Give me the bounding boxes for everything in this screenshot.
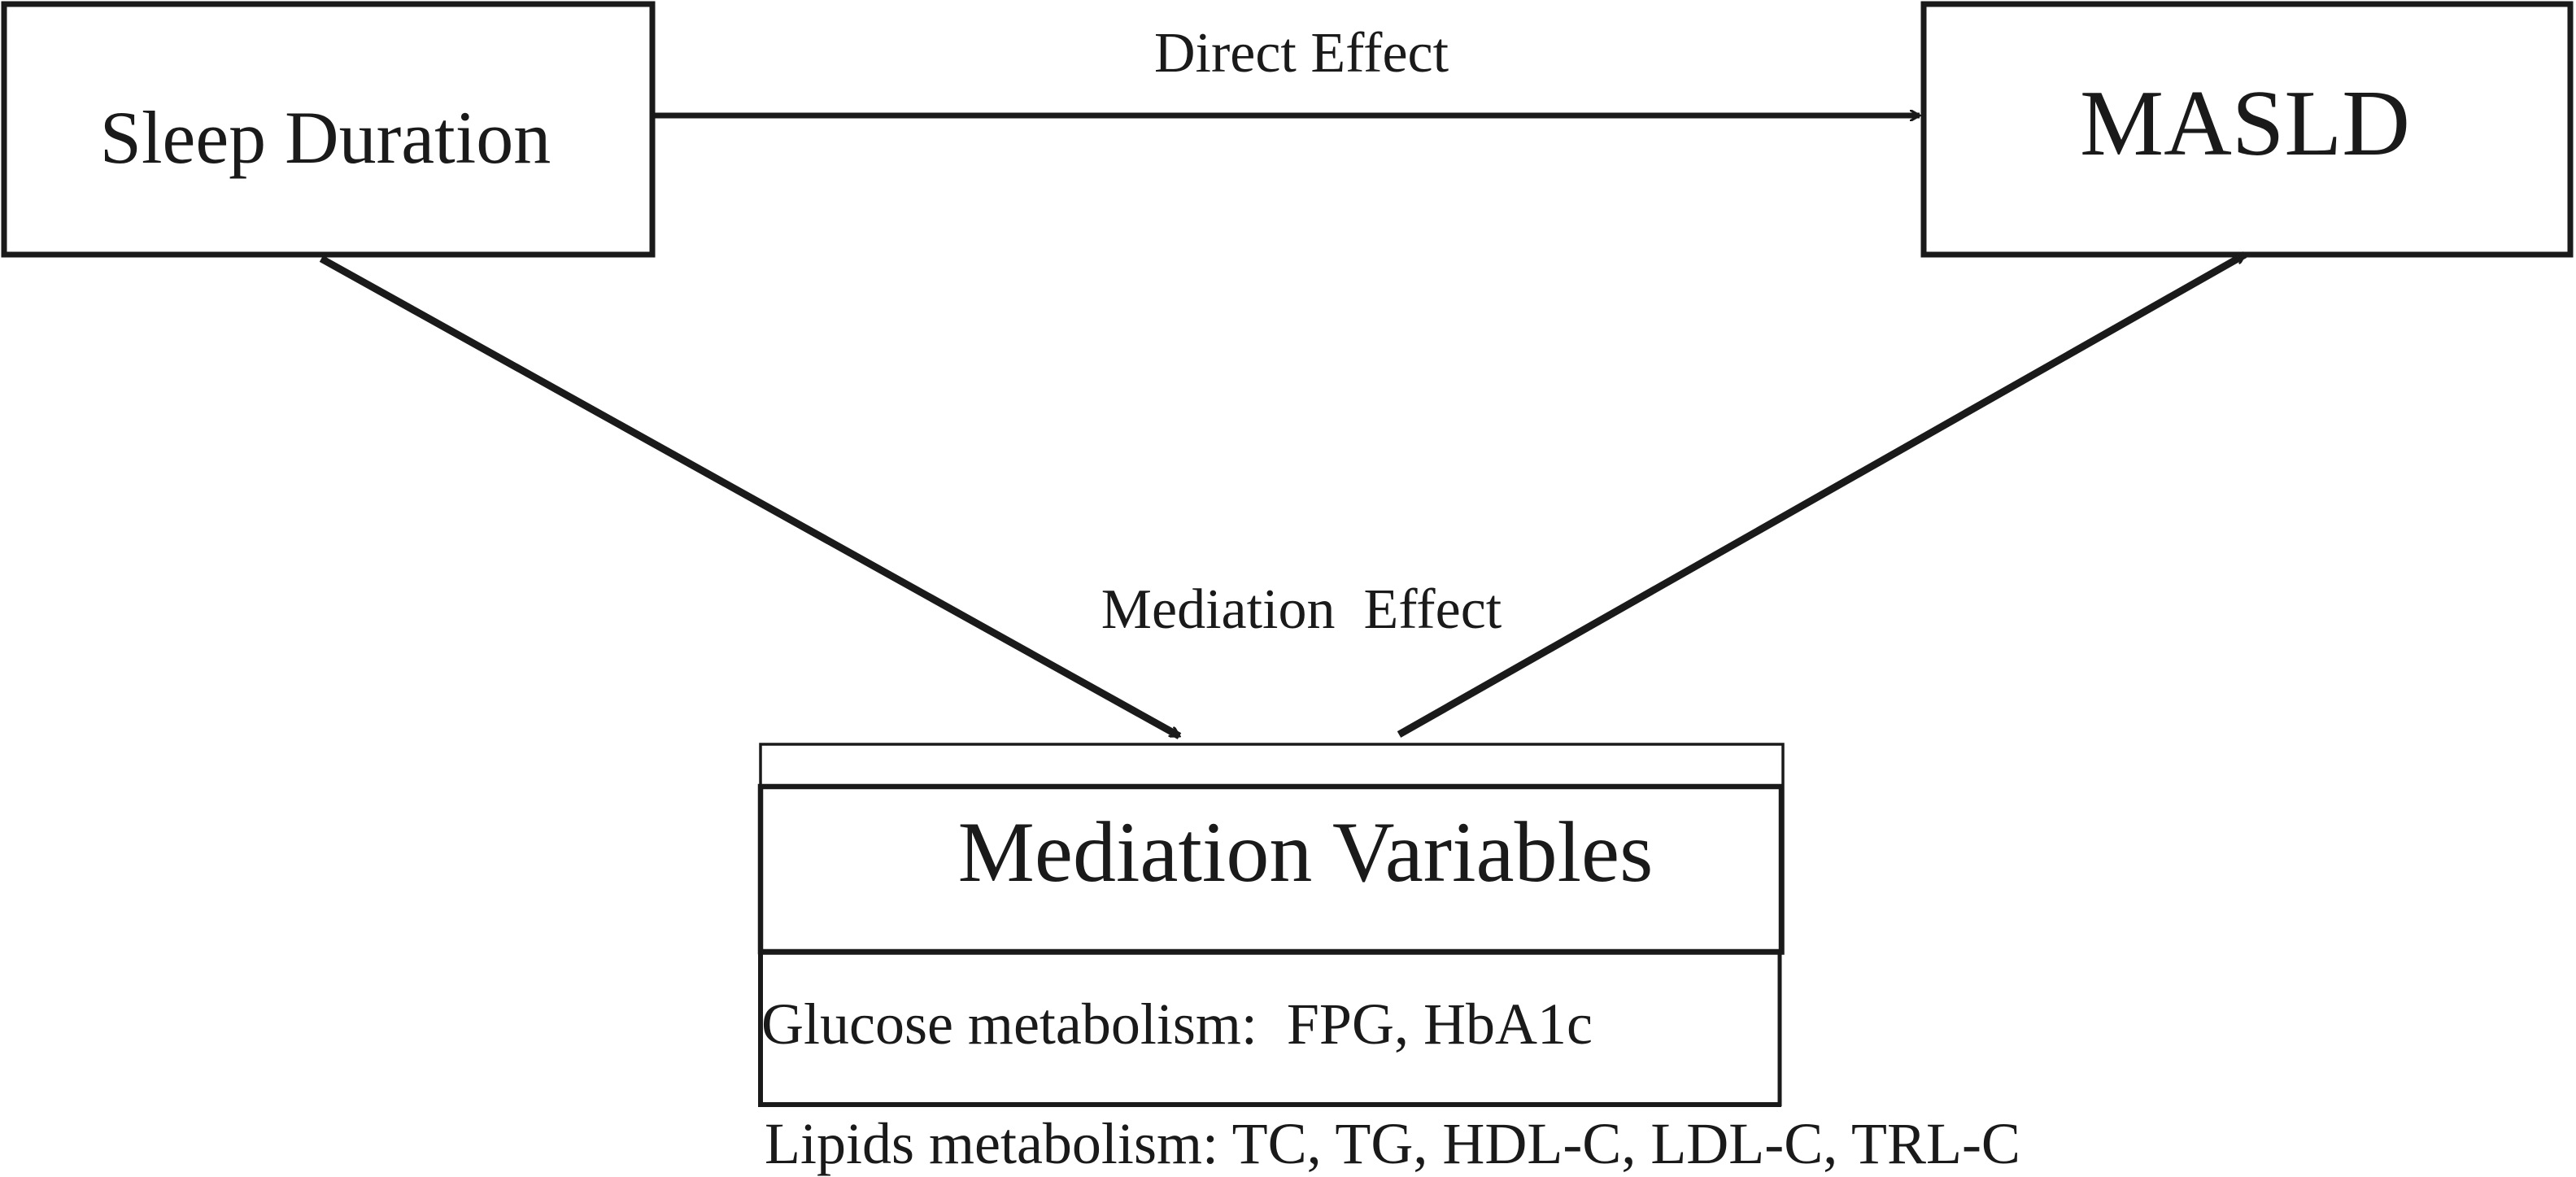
outcome-node: MASLD [1920, 1, 2574, 258]
exposure-box [1, 1, 656, 258]
mediator-to-outcome-arrow [1397, 251, 2245, 738]
mediator-item-lipids: Lipids metabolism: TC, TG, HDL-C, LDL-C,… [765, 1111, 2020, 1176]
outcome-box [1920, 1, 2574, 258]
exposure-label: Sleep Duration [100, 96, 551, 179]
mediator-node: Mediation Variables Glucose metabolism: … [757, 743, 2020, 1176]
mediator-title-box [757, 783, 1785, 955]
mediation-effect-label: Mediation Effect [1101, 578, 1502, 641]
exposure-to-mediator-arrow [319, 255, 1179, 739]
mediation-effect-edge: Mediation Effect [319, 251, 2245, 739]
direct-effect-label: Direct Effect [1154, 22, 1449, 85]
outcome-label: MASLD [2080, 72, 2410, 176]
exposure-node: Sleep Duration [1, 1, 656, 258]
mediator-item-glucose: Glucose metabolism: FPG, HbA1c [761, 992, 1593, 1057]
direct-effect-edge: Direct Effect [655, 22, 1920, 116]
mediator-title: Mediation Variables [958, 804, 1654, 900]
